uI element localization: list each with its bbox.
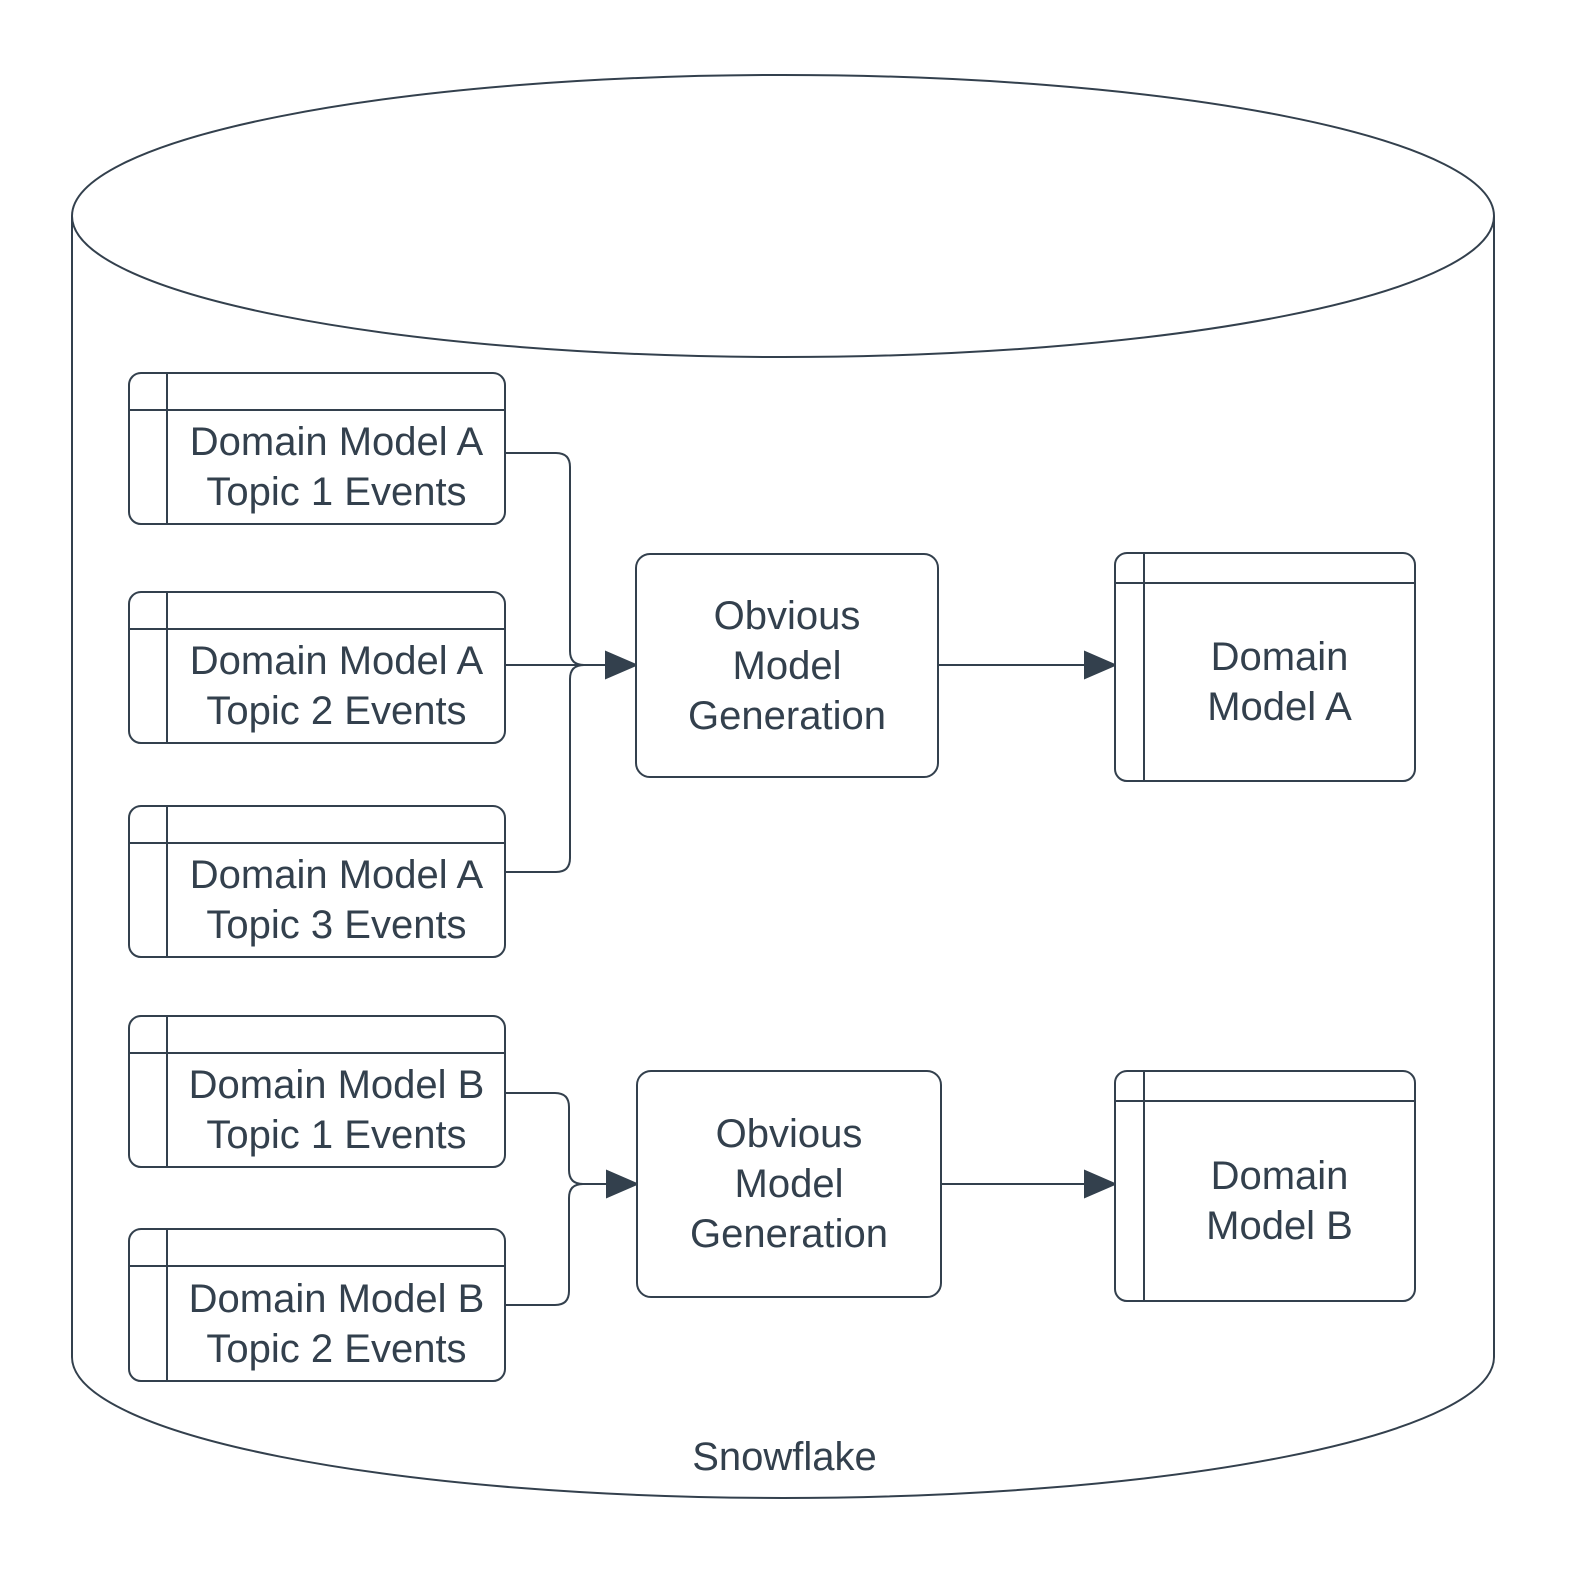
connector-topic-b2-to-process-b [505,1183,584,1306]
topic-a2-table [128,591,506,744]
connectors-group-a [505,452,1118,873]
model-a-table [1114,552,1416,782]
cylinder-bottom-arc [71,1356,1495,1499]
process-boxes [635,553,942,1298]
arrowhead-into-process-a [605,650,639,680]
connector-topic-b1-to-process-b [505,1092,608,1185]
topic-b2-table [128,1228,506,1382]
topic-tables [128,372,506,1382]
model-b-table [1114,1070,1416,1302]
model-tables [1114,552,1416,1302]
topic-a3-table [128,805,506,958]
connector-topic-a3-to-process-a [505,664,585,873]
arrowhead-into-model-b [1084,1169,1118,1199]
connectors-group-b [505,1092,1118,1306]
process-b-box [636,1070,942,1298]
connector-topic-a1-to-process-a [505,452,607,666]
arrowhead-into-process-b [606,1169,640,1199]
topic-b1-table [128,1015,506,1168]
cylinder-title: Snowflake [692,1434,877,1479]
cylinder-top-ellipse [71,74,1495,358]
snowflake-cylinder [71,74,1495,1499]
topic-a1-table [128,372,506,525]
arrowhead-into-model-a [1084,650,1118,680]
process-a-box [635,553,939,778]
